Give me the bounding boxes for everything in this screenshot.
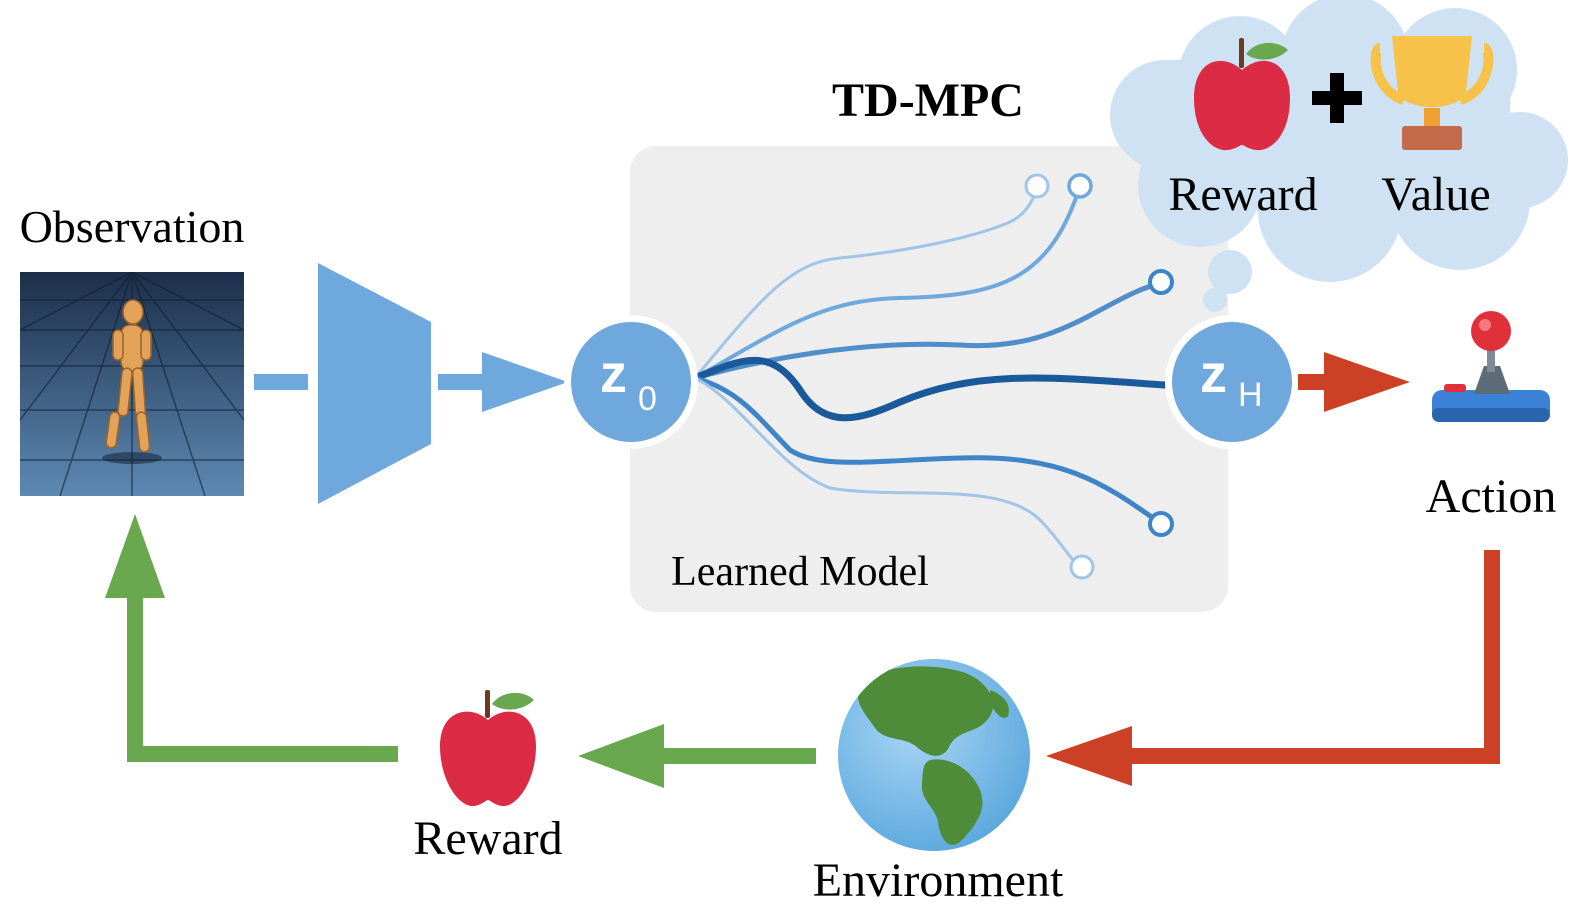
trajectory-end-node — [1069, 554, 1095, 580]
trajectory-end-node — [1024, 173, 1050, 199]
diagram-title: TD-MPC — [832, 74, 1024, 127]
encoder-to-z0-arrow-shaft — [438, 374, 486, 390]
cloud-apple-icon — [1194, 38, 1290, 151]
observation-label: Observation — [20, 201, 245, 252]
observation-image — [20, 272, 244, 496]
apple-icon — [440, 690, 536, 807]
learned-model-label: Learned Model — [671, 549, 929, 595]
z0-letter: z — [600, 344, 627, 404]
zH-letter: z — [1200, 344, 1227, 404]
zH-to-action-arrow-shaft — [1298, 374, 1328, 390]
environment-label: Environment — [813, 854, 1064, 907]
trajectory-bottom-light — [693, 376, 1082, 568]
trajectory-end-node — [1148, 269, 1174, 295]
learned-model-panel — [630, 146, 1228, 612]
action-to-environment-arrow-head — [1046, 726, 1132, 786]
trajectory-top — [693, 184, 1082, 380]
joystick-icon — [1432, 311, 1550, 422]
action-to-environment-line — [1118, 550, 1500, 764]
planned-trajectories — [691, 184, 1169, 568]
trajectory-end-nodes — [1024, 173, 1174, 580]
humanoid-figure — [105, 299, 152, 453]
environment-to-reward-arrow-head — [578, 724, 664, 788]
zH-to-action-arrow-head — [1324, 352, 1410, 412]
trajectory-top-light — [693, 184, 1039, 380]
latent-zH-node: z H — [1165, 315, 1299, 449]
trophy-icon — [1370, 36, 1494, 150]
trajectory-end-node — [1148, 511, 1174, 537]
cloud-reward-label: Reward — [1168, 168, 1317, 221]
reward-label: Reward — [413, 812, 562, 865]
reward-to-observation-line — [127, 586, 398, 762]
z0-subscript: 0 — [638, 380, 657, 418]
reward-to-observation-arrow-head — [105, 514, 165, 598]
globe-icon — [838, 659, 1030, 851]
zH-subscript: H — [1238, 376, 1263, 414]
trajectory-end-node — [1067, 173, 1093, 199]
latent-z0-node: z 0 — [564, 315, 698, 449]
trajectory-lower — [692, 375, 1163, 526]
environment-to-reward-arrow-shaft — [654, 748, 816, 764]
plus-icon — [1312, 73, 1362, 123]
trajectory-main — [691, 356, 1169, 422]
observation-to-encoder-link — [254, 374, 308, 390]
encoder-to-z0-arrow-head — [482, 352, 568, 412]
encoder-trapezoid — [318, 263, 431, 504]
cloud-value-label: Value — [1381, 168, 1490, 221]
action-label: Action — [1426, 470, 1557, 523]
